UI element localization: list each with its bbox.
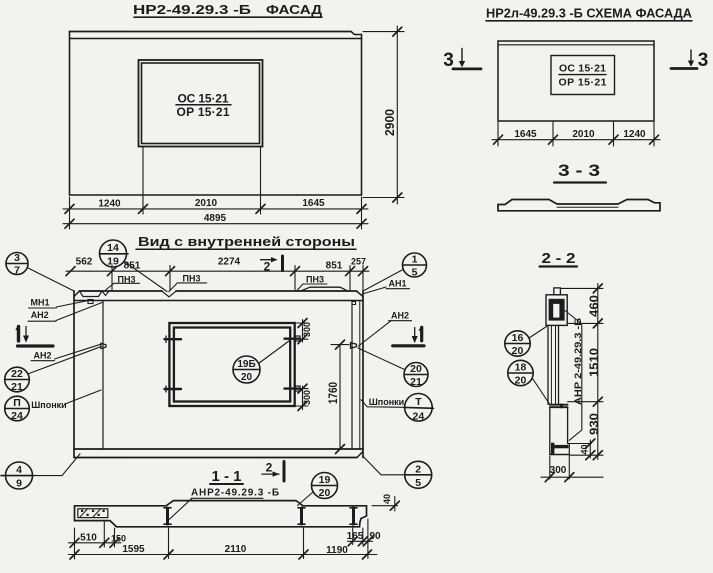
svg-text:Шпонки: Шпонки	[369, 397, 404, 407]
svg-text:3: 3	[698, 50, 709, 71]
svg-text:300: 300	[302, 322, 313, 337]
svg-text:1: 1	[412, 254, 418, 266]
svg-text:20: 20	[319, 487, 331, 499]
svg-text:9: 9	[16, 478, 22, 490]
svg-text:20: 20	[512, 345, 524, 357]
svg-text:АНР 2-49.29.3 -Б: АНР 2-49.29.3 -Б	[573, 318, 584, 405]
svg-text:18: 18	[515, 362, 527, 374]
svg-text:ФАСАД: ФАСАД	[266, 3, 322, 17]
svg-text:5: 5	[412, 267, 418, 279]
svg-text:1 - 1: 1 - 1	[212, 468, 242, 485]
svg-text:300: 300	[302, 390, 313, 405]
svg-text:21: 21	[410, 376, 422, 388]
svg-text:150: 150	[111, 534, 126, 544]
svg-text:АН1: АН1	[388, 279, 406, 289]
svg-text:ПН3: ПН3	[118, 274, 136, 284]
svg-text:1510: 1510	[589, 348, 601, 377]
svg-text:90: 90	[369, 531, 381, 542]
svg-text:40: 40	[382, 494, 392, 504]
svg-text:2010: 2010	[195, 198, 218, 209]
svg-text:ПН3: ПН3	[183, 273, 201, 283]
svg-text:20: 20	[410, 363, 422, 375]
svg-text:НР2л-49.29.3 -Б СХЕМА ФАСАДА: НР2л-49.29.3 -Б СХЕМА ФАСАДА	[486, 7, 692, 21]
svg-text:НР2-49.29.3 -Б: НР2-49.29.3 -Б	[133, 3, 251, 17]
svg-text:930: 930	[589, 413, 601, 435]
svg-text:1240: 1240	[623, 129, 646, 140]
svg-text:ПН3: ПН3	[306, 274, 324, 284]
svg-text:4895: 4895	[204, 213, 227, 224]
svg-text:АН2: АН2	[31, 310, 49, 320]
svg-text:АН2: АН2	[33, 351, 51, 361]
svg-text:20: 20	[515, 375, 527, 387]
svg-text:22: 22	[11, 368, 23, 380]
svg-text:МН1: МН1	[30, 298, 49, 308]
svg-text:460: 460	[589, 295, 601, 317]
svg-text:562: 562	[76, 257, 93, 268]
svg-text:300: 300	[550, 465, 567, 476]
svg-text:2: 2	[264, 260, 271, 274]
svg-text:2010: 2010	[572, 129, 595, 140]
svg-text:ОС 15·21: ОС 15·21	[178, 92, 229, 106]
svg-text:257: 257	[351, 257, 366, 267]
svg-text:ОР 15·21: ОР 15·21	[559, 77, 607, 89]
svg-text:5: 5	[415, 477, 421, 489]
svg-text:851: 851	[124, 261, 141, 272]
svg-text:2900: 2900	[382, 109, 397, 136]
svg-text:1595: 1595	[122, 544, 145, 555]
svg-text:2 - 2: 2 - 2	[542, 250, 576, 267]
svg-text:3: 3	[443, 50, 454, 71]
svg-text:1645: 1645	[302, 198, 325, 209]
svg-text:24: 24	[11, 410, 23, 422]
svg-text:АНР2-49.29.3 -Б: АНР2-49.29.3 -Б	[191, 488, 279, 499]
svg-text:1760: 1760	[328, 382, 340, 404]
svg-text:165: 165	[347, 531, 364, 542]
svg-text:3 - 3: 3 - 3	[558, 161, 600, 180]
svg-text:7: 7	[14, 265, 20, 277]
svg-text:Шпонки: Шпонки	[31, 400, 66, 410]
svg-text:851: 851	[326, 261, 343, 272]
svg-text:40: 40	[580, 445, 590, 455]
svg-text:2110: 2110	[225, 544, 247, 555]
svg-text:1190: 1190	[326, 545, 348, 556]
svg-text:19Б: 19Б	[237, 359, 255, 370]
svg-text:2: 2	[415, 463, 421, 475]
svg-text:АН2: АН2	[391, 311, 409, 321]
svg-text:2274: 2274	[218, 257, 241, 268]
svg-text:20: 20	[241, 372, 253, 383]
svg-text:19: 19	[107, 256, 119, 268]
svg-text:1240: 1240	[98, 199, 121, 210]
svg-text:ОР 15·21: ОР 15·21	[177, 105, 230, 119]
svg-text:Т: Т	[415, 396, 422, 408]
svg-text:3: 3	[14, 252, 20, 264]
svg-text:16: 16	[512, 332, 524, 344]
svg-text:ОС 15·21: ОС 15·21	[559, 63, 606, 75]
svg-text:510: 510	[80, 532, 97, 543]
svg-text:4: 4	[16, 464, 22, 476]
svg-text:1645: 1645	[514, 129, 537, 140]
svg-text:14: 14	[107, 242, 119, 254]
svg-text:19: 19	[319, 474, 331, 486]
svg-text:24: 24	[413, 410, 425, 422]
svg-text:2: 2	[266, 461, 273, 475]
svg-text:21: 21	[11, 381, 23, 393]
svg-text:Вид с внутренней стороны: Вид с внутренней стороны	[138, 235, 355, 249]
svg-text:П: П	[13, 397, 21, 409]
